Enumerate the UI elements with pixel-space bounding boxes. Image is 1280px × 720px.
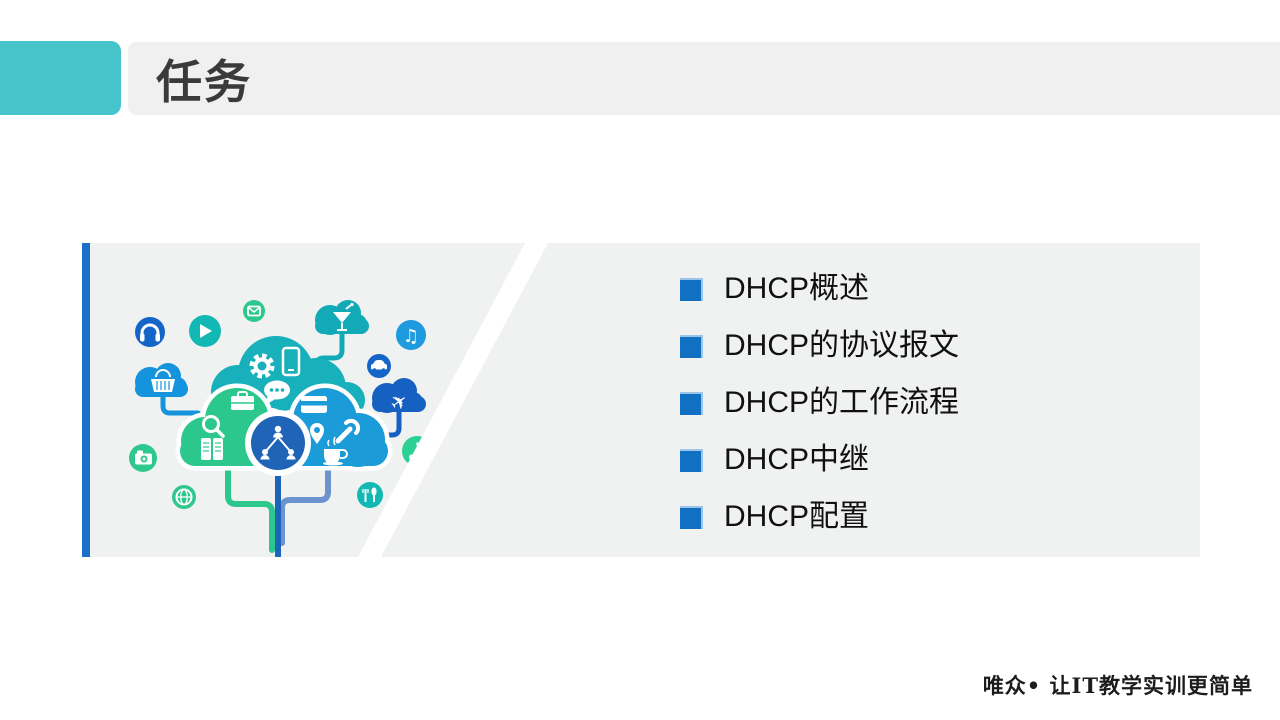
coffee-cup-icon [323,436,348,466]
play-icon [200,324,212,338]
gear-icon [249,353,275,379]
agenda-item-label: DHCP的工作流程 [724,386,960,419]
agenda-item-label: DHCP配置 [724,500,870,533]
bullet-square-icon [680,334,703,358]
car-badge [367,354,391,378]
cloud-illustration: ✈ [129,300,432,557]
smartphone-icon [281,346,301,377]
hub-circle [245,410,311,476]
agenda-item: DHCP配置 [680,500,959,534]
martini-cloud [315,300,369,335]
title-bar: 任务 [128,42,1280,115]
agenda-item-label: DHCP中继 [724,443,870,476]
panel-accent-bar [82,243,90,557]
agenda-list: DHCP概述 DHCP的协议报文 DHCP的工作流程 DHCP中继 DHCP配置 [680,272,959,557]
agenda-item: DHCP中继 [680,443,959,477]
airplane-cloud: ✈ [372,378,426,417]
briefcase-icon [231,391,254,410]
headphones-icon [140,323,160,342]
utensils-icon [362,487,377,502]
agenda-item: DHCP的协议报文 [680,329,959,363]
globe-icon [175,488,193,506]
credit-card-icon [301,396,327,413]
play-badge [189,315,221,347]
connector-lines [160,329,402,557]
mail-icon [247,305,261,317]
agenda-item-label: DHCP概述 [724,272,870,305]
agenda-item-label: DHCP的协议报文 [724,329,960,362]
network-hub-icon [260,425,296,460]
agenda-item: DHCP的工作流程 [680,386,959,420]
headphones-badge [135,317,165,347]
page-title: 任务 [156,55,252,108]
mail-badge [243,300,265,322]
magnifier-icon [202,415,225,438]
server-icon [201,438,223,460]
globe-badge [172,485,196,509]
music-note-icon: ♫ [403,326,419,347]
shopping-basket-icon [151,369,175,392]
camera-badge [129,444,157,472]
music-badge: ♫ [396,320,426,350]
content-panel: ✈ [82,243,1200,557]
agenda-item: DHCP概述 [680,272,959,306]
camera-icon [135,450,152,465]
car-icon [371,360,387,372]
header-accent-tab [0,41,121,115]
footer-brand-text: 唯众• 让IT教学实训更简单 [982,673,1253,698]
wrench-icon [335,418,361,444]
bullet-square-icon [680,391,703,415]
basket-cloud [135,363,188,397]
utensils-badge [357,482,383,508]
bullet-square-icon [680,277,703,301]
location-pin-icon [310,423,324,444]
chat-bubble-icon [264,380,290,406]
bullet-square-icon [680,505,703,529]
martini-icon [333,302,354,331]
bullet-square-icon [680,448,703,472]
